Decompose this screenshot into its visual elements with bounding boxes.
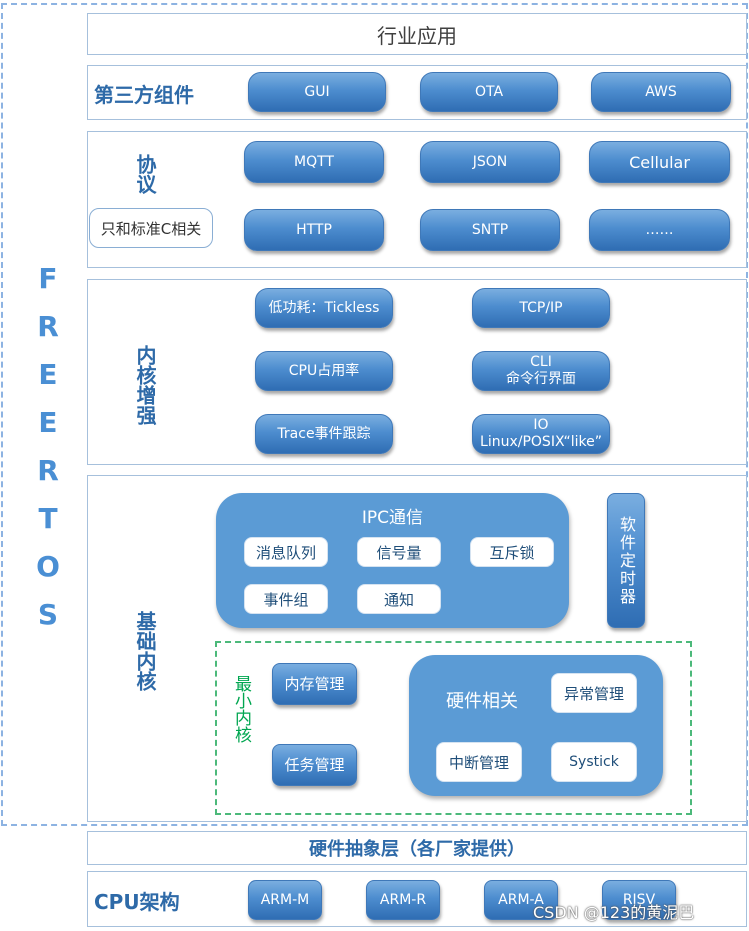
- cpu-usage-feature: CPU占用率: [255, 351, 393, 391]
- io-feature: IO Linux/POSIX“like”: [472, 414, 610, 454]
- watermark: CSDN @123的黄泥巴: [533, 903, 695, 922]
- posix-label: Linux/POSIX“like”: [480, 434, 602, 450]
- exception-management: 异常管理: [551, 673, 637, 713]
- industry-apps-title: 行业应用: [377, 23, 457, 48]
- arm-m: ARM-M: [248, 880, 322, 920]
- freertos-letter: E: [38, 406, 58, 439]
- risv: RISV: [602, 880, 676, 920]
- tcpip-feature: TCP/IP: [472, 288, 610, 328]
- freertos-letter: O: [36, 550, 60, 583]
- arm-r: ARM-R: [366, 880, 440, 920]
- base-kernel-title: 基础内核: [133, 611, 157, 691]
- message-queue: 消息队列: [244, 537, 328, 567]
- ota-component: OTA: [420, 72, 558, 112]
- freertos-boundary: [1, 3, 748, 826]
- mutex: 互斥锁: [470, 537, 554, 567]
- notification: 通知: [357, 584, 441, 614]
- gui-component: GUI: [248, 72, 386, 112]
- mqtt-protocol: MQTT: [244, 141, 384, 183]
- kernel-enhance-layer: 内核增强 低功耗：Tickless CPU占用率 Trace事件跟踪 TCP/I…: [87, 279, 747, 465]
- task-management: 任务管理: [272, 744, 357, 786]
- software-timer: 软件定时器: [607, 493, 645, 628]
- standard-c-note: 只和标准C相关: [89, 208, 213, 248]
- hal-title: 硬件抽象层（各厂家提供）: [309, 839, 525, 860]
- hal-layer: 硬件抽象层（各厂家提供）: [87, 831, 747, 865]
- protocols-layer: 协议 只和标准C相关 MQTT JSON Cellular HTTP SNTP …: [87, 131, 747, 268]
- protocols-title: 协议: [133, 154, 157, 194]
- min-kernel-boundary: 最小内核 内存管理 任务管理 硬件相关 异常管理 中断管理 Systick: [215, 641, 692, 815]
- freertos-label: F R E E R T O S: [28, 255, 68, 635]
- trace-feature: Trace事件跟踪: [255, 414, 393, 454]
- third-party-layer: 第三方组件 GUI OTA AWS: [87, 65, 747, 120]
- cpu-title: CPU架构: [94, 890, 180, 914]
- semaphore: 信号量: [357, 537, 441, 567]
- more-protocols: ……: [589, 209, 730, 251]
- arm-a: ARM-A: [484, 880, 558, 920]
- cli-sub-label: 命令行界面: [506, 371, 576, 387]
- kernel-enhance-title: 内核增强: [133, 345, 157, 425]
- industry-apps-layer: 行业应用: [87, 13, 747, 55]
- systick: Systick: [551, 742, 637, 782]
- cpu-layer: CPU架构 ARM-M ARM-R ARM-A RISV: [87, 871, 747, 927]
- tickless-feature: 低功耗：Tickless: [255, 288, 393, 328]
- ipc-panel: IPC通信 消息队列 信号量 互斥锁 事件组 通知: [216, 493, 569, 628]
- hardware-panel: 硬件相关 异常管理 中断管理 Systick: [409, 655, 663, 796]
- io-label: IO: [533, 417, 549, 433]
- interrupt-management: 中断管理: [436, 742, 522, 782]
- cellular-protocol: Cellular: [589, 141, 730, 183]
- freertos-letter: R: [37, 310, 59, 343]
- freertos-letter: S: [37, 598, 59, 631]
- cli-label: CLI: [530, 354, 552, 370]
- freertos-letter: F: [38, 262, 58, 295]
- json-protocol: JSON: [420, 141, 560, 183]
- memory-management: 内存管理: [272, 663, 357, 705]
- third-party-title: 第三方组件: [94, 83, 194, 107]
- ipc-title: IPC通信: [361, 508, 424, 528]
- base-kernel-layer: 基础内核 IPC通信 消息队列 信号量 互斥锁 事件组 通知 软件定时器 最小内…: [87, 475, 747, 822]
- min-kernel-title: 最小内核: [231, 675, 251, 743]
- http-protocol: HTTP: [244, 209, 384, 251]
- cli-feature: CLI 命令行界面: [472, 351, 610, 391]
- freertos-letter: R: [37, 454, 59, 487]
- aws-component: AWS: [591, 72, 731, 112]
- hardware-title: 硬件相关: [446, 691, 518, 712]
- sntp-protocol: SNTP: [420, 209, 560, 251]
- freertos-letter: E: [38, 358, 58, 391]
- freertos-letter: T: [38, 502, 58, 535]
- event-group: 事件组: [244, 584, 328, 614]
